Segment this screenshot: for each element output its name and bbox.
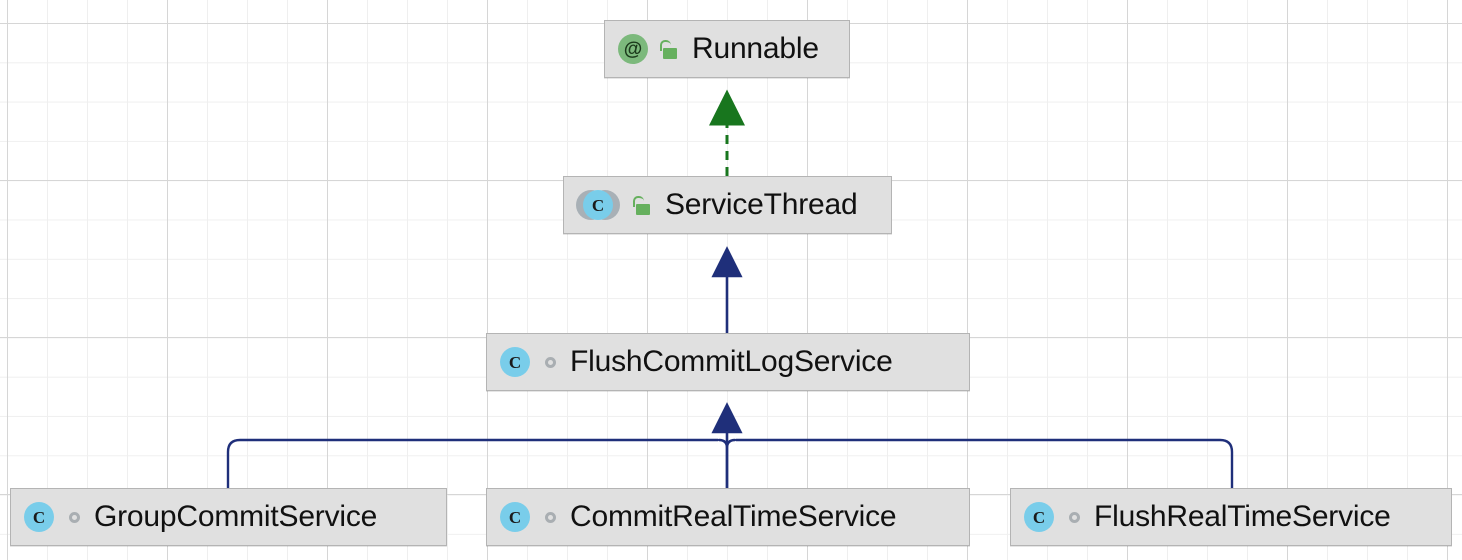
abstract-class-icon: C	[576, 190, 620, 220]
package-private-icon	[1069, 511, 1080, 523]
class-badge-wrap: C	[1024, 502, 1054, 532]
uml-node-label: FlushCommitLogService	[570, 345, 893, 378]
uml-node-label: Runnable	[692, 32, 819, 65]
class-badge-wrap: C	[24, 502, 54, 532]
class-icon: C	[500, 347, 530, 377]
commit-real-time-service-icon-group: C	[500, 502, 556, 532]
class-badge-wrap: C	[500, 347, 530, 377]
group-commit-service-icon-group: C	[24, 502, 80, 532]
package-private-icon	[545, 511, 556, 523]
annotation-icon: @	[618, 34, 648, 64]
package-private-icon	[545, 356, 556, 368]
flush-real-time-service-icon-group: C	[1024, 502, 1080, 532]
uml-node-label: FlushRealTimeService	[1094, 500, 1391, 533]
uml-node-runnable[interactable]: @ Runnable	[604, 20, 850, 78]
runnable-icon-group: @	[618, 34, 678, 64]
uml-node-commit-real-time-service[interactable]: C CommitRealTimeService	[486, 488, 970, 546]
uml-node-label: CommitRealTimeService	[570, 500, 897, 533]
uml-node-label: GroupCommitService	[94, 500, 378, 533]
package-private-icon	[69, 511, 80, 523]
service-thread-icon-group: C	[576, 190, 651, 220]
unlock-icon	[633, 195, 651, 215]
unlock-icon	[660, 39, 678, 59]
abstract-class-badge-wrap: C	[576, 190, 620, 220]
uml-node-flush-commit-log-service[interactable]: C FlushCommitLogService	[486, 333, 970, 391]
edge-subclasses-extends-flushcommitlogservice	[226, 402, 1234, 490]
class-icon: C	[1024, 502, 1054, 532]
class-icon: C	[500, 502, 530, 532]
flush-commit-log-service-icon-group: C	[500, 347, 556, 377]
annotation-badge-wrap: @	[618, 34, 648, 64]
uml-node-label: ServiceThread	[665, 188, 858, 221]
uml-node-group-commit-service[interactable]: C GroupCommitService	[10, 488, 447, 546]
uml-node-flush-real-time-service[interactable]: C FlushRealTimeService	[1010, 488, 1452, 546]
class-icon: C	[24, 502, 54, 532]
uml-node-service-thread[interactable]: C ServiceThread	[563, 176, 892, 234]
class-badge-wrap: C	[500, 502, 530, 532]
